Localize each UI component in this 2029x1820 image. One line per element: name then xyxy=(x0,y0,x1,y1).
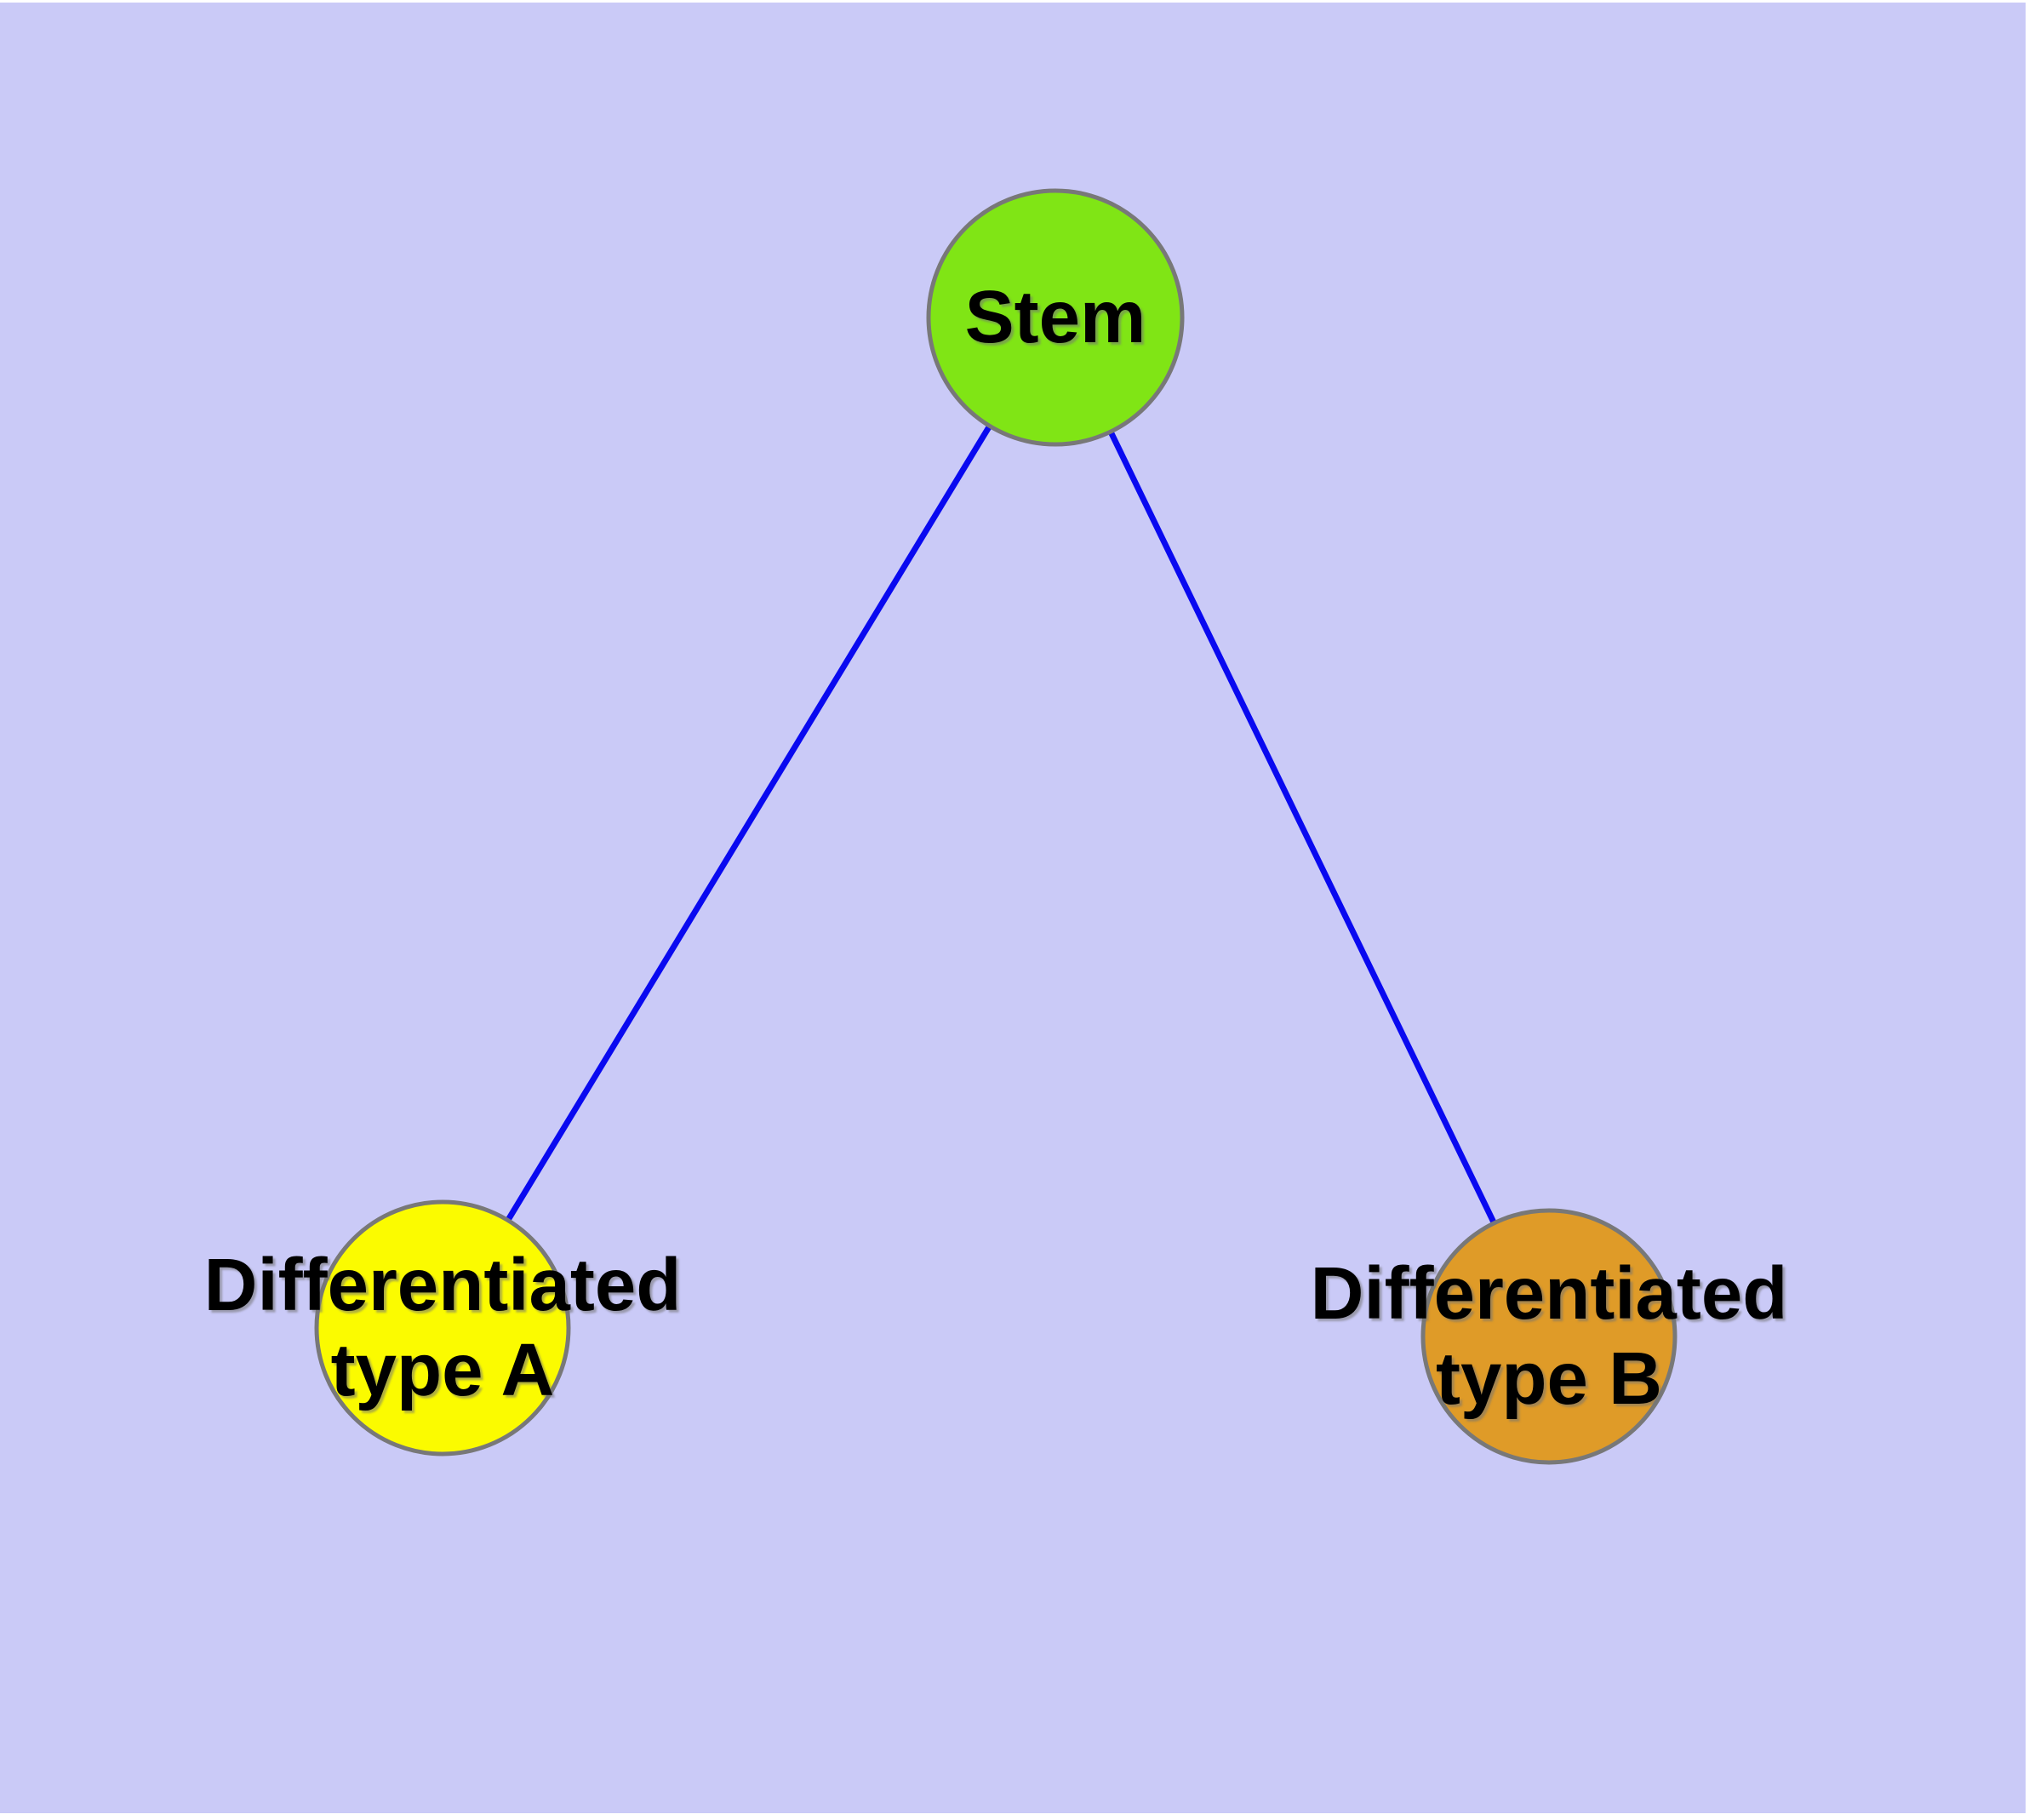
node-type-a-circle xyxy=(314,1199,571,1457)
node-stem-label: Stem xyxy=(965,275,1146,360)
edge-stem-to-type-a xyxy=(440,316,1058,1330)
edges-layer xyxy=(440,316,1552,1338)
node-stem-circle xyxy=(926,188,1185,447)
label-line: type A xyxy=(330,1329,555,1411)
label-line: Differentiated xyxy=(203,1244,682,1326)
label-line: Stem xyxy=(964,276,1146,358)
node-type-b-circle xyxy=(1420,1208,1677,1465)
nodes-layer xyxy=(314,188,1677,1465)
node-type-a-label: Differentiated type A xyxy=(204,1243,682,1413)
label-line: Differentiated xyxy=(1310,1252,1788,1335)
edge-stem-to-type-b xyxy=(1052,316,1552,1338)
label-line: type B xyxy=(1436,1337,1662,1420)
node-type-b-label: Differentiated type B xyxy=(1311,1251,1788,1422)
